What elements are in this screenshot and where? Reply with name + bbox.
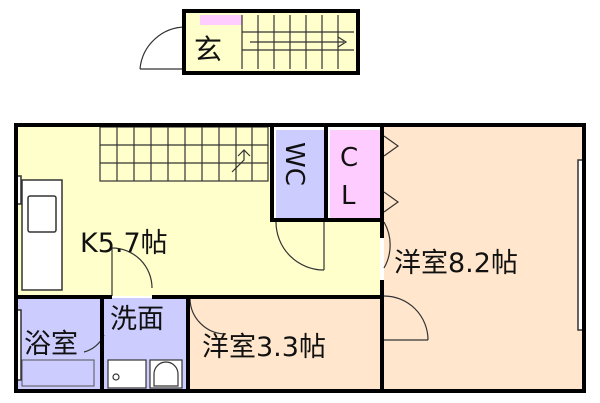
washroom-label: 洗面: [110, 304, 164, 335]
kitchen-sink: [21, 179, 63, 291]
washroom-fixtures: [107, 359, 183, 389]
main-unit: K5.7帖 WC C L 洋室8.2帖 洋室3.3帖 浴室 洗面: [14, 123, 586, 393]
western-small-label: 洋室3.3帖: [202, 332, 326, 363]
entrance-door: [139, 26, 187, 70]
bath-tub: [21, 359, 95, 387]
bath-floor: [18, 298, 100, 389]
western-large-label: 洋室8.2帖: [394, 248, 518, 279]
kitchen-label: K5.7帖: [80, 228, 168, 259]
entrance-wall: [182, 9, 360, 75]
entrance-mat: [200, 15, 242, 25]
western-small-floor: [190, 298, 380, 389]
walls: [14, 123, 586, 393]
closet-floor: [330, 130, 380, 218]
wc-floor: [276, 130, 324, 218]
entrance-area: 玄: [139, 9, 360, 75]
bath-label: 浴室: [24, 329, 78, 360]
entrance-stairs: [241, 15, 354, 69]
wc-label: WC: [279, 142, 309, 186]
closet-label-2: L: [341, 181, 356, 211]
closet-label: C: [340, 143, 358, 173]
western-large-floor: [384, 127, 582, 389]
entrance-label: 玄: [194, 33, 222, 66]
kitchen-floor: [18, 127, 380, 296]
